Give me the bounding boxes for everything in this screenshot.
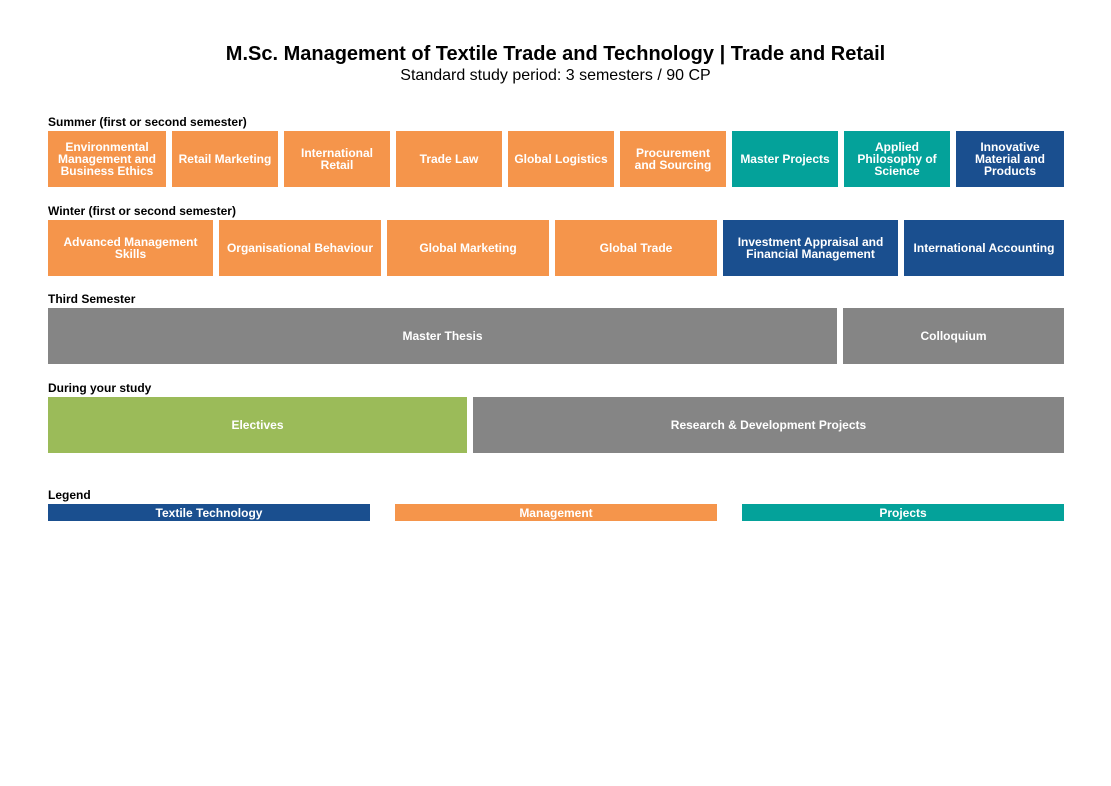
module-procurement-sourcing: Procurement and Sourcing — [620, 131, 726, 187]
summer-section-label: Summer (first or second semester) — [48, 115, 247, 129]
module-electives: Electives — [48, 397, 467, 453]
module-international-retail: International Retail — [284, 131, 390, 187]
module-master-projects: Master Projects — [732, 131, 838, 187]
module-trade-law: Trade Law — [396, 131, 502, 187]
module-global-trade: Global Trade — [555, 220, 717, 276]
during-row: Electives Research & Development Project… — [48, 397, 1064, 453]
during-section-label: During your study — [48, 381, 152, 395]
legend-item-management: Management — [395, 504, 717, 521]
legend-row: Textile Technology Management Projects — [48, 504, 1064, 521]
module-master-thesis: Master Thesis — [48, 308, 837, 364]
module-advanced-management-skills: Advanced Management Skills — [48, 220, 213, 276]
module-global-logistics: Global Logistics — [508, 131, 614, 187]
module-organisational-behaviour: Organisational Behaviour — [219, 220, 381, 276]
module-investment-appraisal: Investment Appraisal and Financial Manag… — [723, 220, 898, 276]
third-section-label: Third Semester — [48, 292, 136, 306]
legend-label: Legend — [48, 488, 91, 502]
legend-item-textile-technology: Textile Technology — [48, 504, 370, 521]
module-global-marketing: Global Marketing — [387, 220, 549, 276]
module-applied-philosophy: Applied Philosophy of Science — [844, 131, 950, 187]
page-subtitle: Standard study period: 3 semesters / 90 … — [400, 67, 711, 84]
legend-item-projects: Projects — [742, 504, 1064, 521]
winter-row: Advanced Management Skills Organisationa… — [48, 220, 1064, 276]
winter-section-label: Winter (first or second semester) — [48, 204, 236, 218]
module-international-accounting: International Accounting — [904, 220, 1064, 276]
module-retail-marketing: Retail Marketing — [172, 131, 278, 187]
page-title: M.Sc. Management of Textile Trade and Te… — [225, 43, 886, 65]
summer-row: Environmental Management and Business Et… — [48, 131, 1064, 187]
third-row: Master Thesis Colloquium — [48, 308, 1064, 364]
module-innovative-material: Innovative Material and Products — [956, 131, 1064, 187]
module-environmental-management: Environmental Management and Business Et… — [48, 131, 166, 187]
module-colloquium: Colloquium — [843, 308, 1064, 364]
module-research-development: Research & Development Projects — [473, 397, 1064, 453]
